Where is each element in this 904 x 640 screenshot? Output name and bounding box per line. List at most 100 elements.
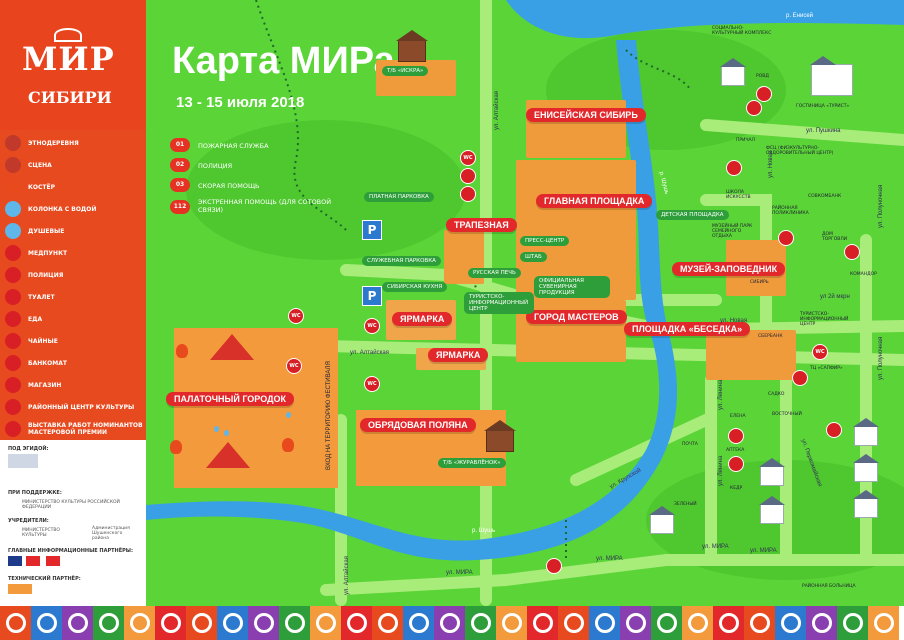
label-elena: ЕЛЕНА (730, 414, 746, 419)
label-rovd: РОВД (756, 74, 769, 79)
house-icon-5 (759, 458, 785, 486)
atm-icon (5, 355, 21, 371)
label-vostochny: ВОСТОЧНЫЙ (772, 412, 802, 417)
label-kids-area: ДЕТСКАЯ ПЛОЩАДКА (656, 210, 729, 220)
zone-museum-label[interactable]: МУЗЕЙ-ЗАПОВЕДНИК (672, 262, 786, 276)
ornament-spiral-icon (253, 613, 274, 633)
street-polunochnaya-1: ул. Полуночная (878, 184, 884, 228)
sponsors-panel: ПОД ЭГИДОЙ: ПРИ ПОДДЕРЖКЕ: МИНИСТЕРСТВО … (0, 440, 146, 610)
label-press-center: ПРЕСС-ЦЕНТР (520, 236, 570, 246)
zone-masters-label[interactable]: ГОРОД МАСТЕРОВ (526, 310, 627, 324)
unesco-logo (8, 454, 38, 468)
food-pin-2 (460, 186, 476, 202)
legend-panel (0, 130, 146, 440)
ornament-spiral-icon (98, 613, 119, 633)
emergency-label-ambulance: СКОРАЯ ПОМОЩЬ (198, 182, 260, 190)
ornament-tile (155, 606, 186, 640)
label-social-complex: СОЦИАЛЬНО-КУЛЬТУРНЫЙ КОМПЛЕКС (712, 26, 772, 36)
ornament-tile (217, 606, 248, 640)
label-siberian-kitchen: СИБИРСКАЯ КУХНЯ (382, 282, 448, 292)
zone-besedka-label[interactable]: ПЛОЩАДКА «БЕСЕДКА» (624, 322, 751, 336)
tech-partner-label: ТЕХНИЧЕСКИЙ ПАРТНЁР: (8, 576, 81, 582)
ornament-tile (465, 606, 496, 640)
zone-trapeznaya-label[interactable]: ТРАПЕЗНАЯ (446, 218, 517, 232)
water-icon (5, 201, 21, 217)
ornament-tile (341, 606, 372, 640)
zhuravlenok-house-icon (484, 420, 516, 452)
street-altaiskaya-bottom: ул. Алтайская (344, 556, 350, 595)
ornament-spiral-icon (749, 613, 770, 633)
emergency-num-112: 112 (170, 200, 190, 214)
label-sadko: САДКО (768, 392, 785, 397)
zone-fair2-label[interactable]: ЯРМАРКА (428, 348, 489, 362)
food-pin-3 (746, 100, 762, 116)
ornament-tile (310, 606, 341, 640)
service-parking-icon: P (362, 286, 382, 306)
street-novaya: ул. Новая (768, 150, 774, 178)
ornament-tile (744, 606, 775, 640)
house-icon-3 (853, 454, 879, 482)
label-tc-sapfir: ТЦ «САПФИР» (810, 366, 843, 371)
ornament-tile (620, 606, 651, 640)
legend-item-label: МЕДПУНКТ (28, 249, 68, 257)
label-entrance: ВХОД НА ТЕРРИТОРИЮ ФЕСТИВАЛЯ (326, 361, 332, 470)
ornament-tile (806, 606, 837, 640)
legend-item-label: ТУАЛЕТ (28, 293, 55, 301)
legend-item: КОСТЁР (0, 176, 146, 198)
ornament-spiral-icon (687, 613, 708, 633)
ornament-spiral-icon (36, 613, 57, 633)
ornament-tile (837, 606, 868, 640)
label-apteka: АПТЕКА (726, 448, 745, 453)
legend-item-label: СЦЕНА (28, 161, 52, 169)
emergency-label-fire: ПОЖАРНАЯ СЛУЖБА (198, 142, 269, 150)
water-drop-icon-2 (224, 430, 229, 436)
legend-item-label: МАГАЗИН (28, 381, 62, 389)
legend-item-label: ВЫСТАВКА РАБОТ НОМИНАНТОВ МАСТЕРОВОЙ ПРЕ… (28, 422, 143, 436)
ministry-kray-text: МИНИСТЕРСТВО КУЛЬТУРЫ (22, 528, 60, 538)
ornament-tile (248, 606, 279, 640)
hotel-building-icon (810, 56, 853, 96)
emergency-label-112: ЭКСТРЕННАЯ ПОМОЩЬ (ДЛЯ СОТОВОЙ СВЯЗИ) (198, 198, 332, 214)
house-icon-6 (759, 496, 785, 524)
label-souvenir: ОФИЦИАЛЬНАЯ СУВЕНИРНАЯ ПРОДУКЦИЯ (534, 276, 610, 298)
zone-tent-city-label[interactable]: ПАЛАТОЧНЫЙ ГОРОДОК (166, 392, 294, 406)
zone-fair1-label[interactable]: ЯРМАРКА (392, 312, 453, 326)
ornament-tile (279, 606, 310, 640)
legend-item-label: КОСТЁР (28, 183, 55, 191)
ornament-spiral-icon (222, 613, 243, 633)
street-lenina-2: ул. Ленина (718, 455, 724, 486)
legend-item: МЕДПУНКТ (0, 242, 146, 264)
label-russian-oven: РУССКАЯ ПЕЧЬ (468, 268, 521, 278)
street-mira-1: ул. МИРА (596, 556, 623, 562)
legend-item: РАЙОННЫЙ ЦЕНТР КУЛЬТУРЫ (0, 396, 146, 418)
label-sovkombank: СОВКОМБАНК (808, 194, 842, 199)
street-altaiskaya-h: ул. Алтайская (350, 350, 389, 356)
zone-main-stage-label[interactable]: ГЛАВНАЯ ПЛОЩАДКА (536, 194, 653, 208)
map-dates: 13 - 15 июля 2018 (176, 94, 305, 111)
admin-text: Администрация Шушенского района (92, 526, 130, 541)
wc-icon (5, 289, 21, 305)
water-drop-icon-3 (286, 412, 291, 418)
partners-label: ГЛАВНЫЕ ИНФОРМАЦИОННЫЕ ПАРТНЁРЫ: (8, 548, 133, 554)
shop-icon (5, 377, 21, 393)
tent-icon-1 (210, 334, 254, 360)
zone-yenisei-label[interactable]: ЕНИСЕЙСКАЯ СИБИРЬ (526, 108, 646, 122)
label-polyclinic: РАЙОННАЯ ПОЛИКЛИНИКА (772, 206, 809, 216)
paid-parking-icon: P (362, 220, 382, 240)
medical-cross-icon (5, 245, 21, 261)
legend-item: ЕДА (0, 308, 146, 330)
medical-pin-2 (728, 428, 744, 444)
map-title: Карта МИРа (172, 40, 395, 82)
legend-item-label: РАЙОННЫЙ ЦЕНТР КУЛЬТУРЫ (28, 403, 135, 411)
food-icon (5, 311, 21, 327)
zone-ritual-label[interactable]: ОБРЯДОВАЯ ПОЛЯНА (360, 418, 476, 432)
bottom-ornament (0, 606, 904, 640)
house-icon-2 (853, 418, 879, 446)
label-pochta: ПОЧТА (682, 442, 698, 447)
ornament-tile (713, 606, 744, 640)
street-lenina: ул. Ленина (718, 379, 724, 410)
ornament-tile (186, 606, 217, 640)
emergency-num-police: 02 (170, 158, 190, 172)
zone-besedka (706, 330, 796, 380)
